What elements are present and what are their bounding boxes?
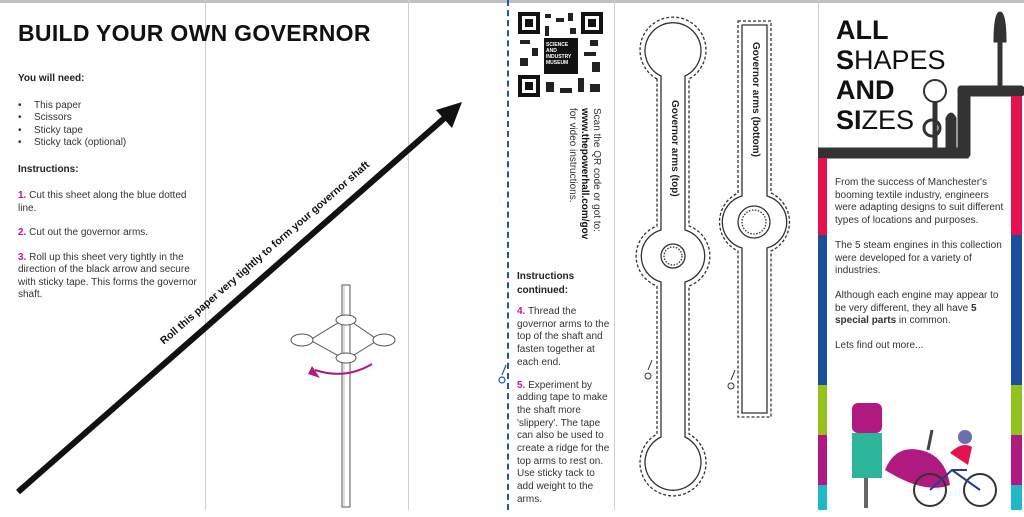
governor-arm-top-cutout: [635, 16, 711, 497]
panel-title: ALL SHAPES AND SIZES: [836, 15, 946, 135]
steam-pipes-illustration: [818, 11, 1024, 165]
list-item: Scissors: [18, 112, 198, 125]
blue-cut-line: [507, 0, 509, 510]
fold-line: [614, 0, 615, 510]
you-will-need-heading: You will need:: [18, 73, 85, 84]
scissors-icon: [644, 359, 653, 380]
title-word: SI: [836, 105, 862, 135]
intro-text: From the success of Manchester's booming…: [835, 177, 1005, 365]
continued-heading: Instructions continued:: [517, 271, 575, 296]
step-text: Experiment by adding tape to make the sh…: [517, 379, 610, 505]
color-bar: [818, 485, 827, 510]
title-word: S: [836, 45, 855, 75]
scan-text: for video instructions.: [567, 108, 578, 203]
color-bar: [1011, 485, 1022, 510]
color-bar: [1011, 385, 1022, 435]
cyclist-engine-illustration: [852, 403, 997, 508]
video-link[interactable]: www.thepowerhall.com/gov: [579, 108, 590, 240]
color-bar: [1011, 235, 1022, 385]
paragraph: The 5 steam engines in this collection w…: [835, 239, 1002, 277]
arm-top-label: Governor arms (top): [669, 100, 680, 197]
title-word: HAPES: [854, 45, 946, 75]
text: in common.: [896, 315, 951, 327]
title-word: AND: [836, 75, 895, 105]
color-bar: [1011, 165, 1022, 235]
color-bar: [818, 158, 827, 165]
fold-line: [408, 0, 409, 510]
color-bar: [1011, 96, 1022, 165]
paragraph: Although each engine may appear to be ve…: [835, 290, 1005, 328]
color-bar: [818, 435, 827, 485]
left-instructions: You will need: This paper Scissors Stick…: [18, 73, 198, 314]
instructions-heading: Instructions:: [18, 163, 79, 175]
paragraph: Lets find out more...: [835, 340, 924, 352]
qr-logo-text: SCIENCE AND INDUSTRY MUSEUM: [546, 42, 572, 66]
instructions-continued: Instructions continued: 4. Thread the go…: [517, 270, 612, 517]
title-word: ALL: [836, 15, 889, 45]
color-bar: [818, 235, 827, 385]
roll-arrow-icon: [16, 102, 462, 495]
page-title: BUILD YOUR OWN GOVERNOR: [18, 20, 371, 46]
step-1: 1. Cut this sheet along the blue dotted …: [18, 190, 198, 215]
drawings: [16, 12, 791, 508]
step-number: 5.: [517, 379, 526, 391]
step-4: 4. Thread the governor arms to the top o…: [517, 306, 612, 370]
materials-list: This paper Scissors Sticky tape Sticky t…: [18, 100, 198, 150]
step-number: 4.: [517, 306, 526, 317]
page-top-border: [0, 0, 1024, 3]
text: Although each engine may appear to be ve…: [835, 289, 999, 314]
step-text: Cut out the governor arms.: [26, 227, 149, 238]
governor-arm-bottom-cutout: [718, 20, 791, 418]
color-bar: [818, 385, 827, 435]
bold-text: 5 special parts: [835, 302, 977, 327]
list-item: This paper: [18, 100, 198, 113]
step-5: 5. Experiment by adding tape to make the…: [517, 380, 612, 507]
color-bar: [818, 165, 827, 235]
list-item: Sticky tack (optional): [18, 137, 198, 150]
scissors-icon: [498, 364, 507, 384]
list-item: Sticky tape: [18, 125, 198, 138]
step-number: 3.: [18, 251, 27, 263]
governor-shaft-illustration: [290, 284, 396, 508]
scan-text: Scan the QR code or got to:: [591, 108, 602, 232]
step-text: Roll up this sheet very tightly in the d…: [18, 251, 197, 301]
step-number: 1.: [18, 190, 27, 201]
fold-line: [205, 0, 206, 510]
title-word: ZES: [861, 105, 915, 135]
paragraph: From the success of Manchester's booming…: [835, 177, 1004, 227]
scissors-icon: [727, 369, 736, 390]
qr-code-icon: [518, 12, 603, 97]
step-text: Thread the governor arms to the top of t…: [517, 306, 610, 368]
step-3: 3. Roll up this sheet very tightly in th…: [18, 252, 198, 302]
step-2: 2. Cut out the governor arms.: [18, 227, 198, 240]
step-text: Cut this sheet along the blue dotted lin…: [18, 190, 187, 214]
arm-bottom-label: Governor arms (bottom): [750, 42, 761, 158]
qr-instructions: Scan the QR code or got to: www.thepower…: [566, 108, 602, 239]
color-bar: [1011, 435, 1022, 485]
step-number: 2.: [18, 227, 27, 238]
